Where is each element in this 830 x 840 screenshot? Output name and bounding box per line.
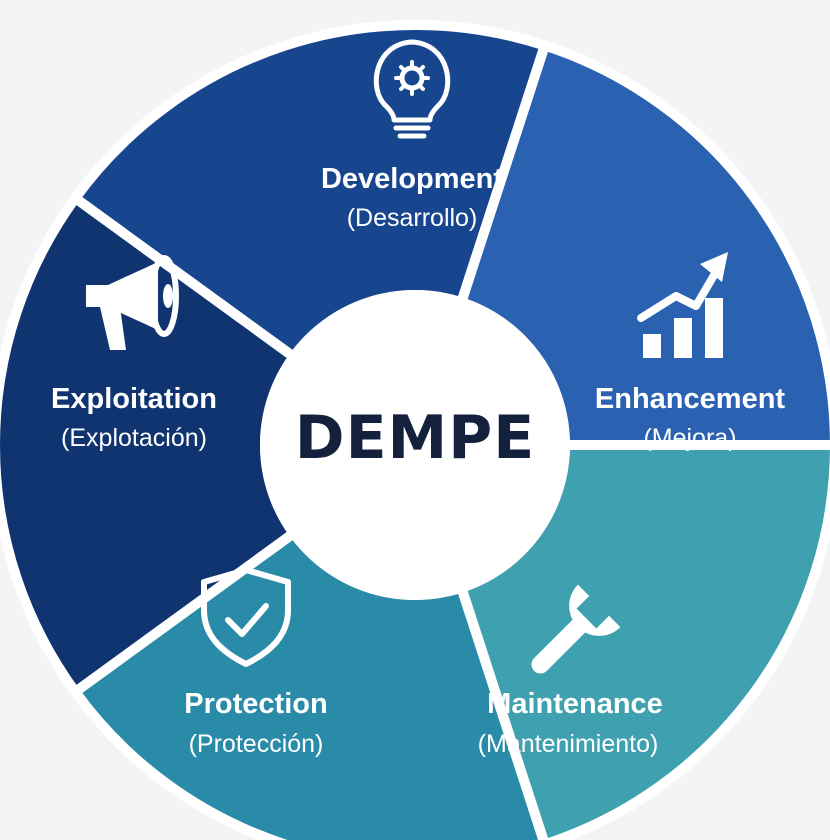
maintenance-subtitle: (Mantenimiento) [478,730,659,758]
development-title: Development [321,163,503,195]
wrench-icon [531,584,621,674]
center-circle [260,290,570,600]
lightbulb-gear-icon [373,39,451,139]
growth-chart-icon [637,252,728,358]
enhancement-subtitle: (Mejora) [643,424,736,452]
maintenance-title: Maintenance [487,688,663,720]
exploitation-subtitle: (Explotación) [61,424,207,452]
megaphone-icon [86,255,179,350]
development-subtitle: (Desarrollo) [347,204,478,232]
protection-title: Protection [184,688,327,720]
shield-check-icon [201,567,291,667]
center-title: DEMPE [295,403,535,473]
protection-subtitle: (Protección) [189,730,324,758]
enhancement-title: Enhancement [595,383,785,415]
exploitation-title: Exploitation [51,383,217,415]
